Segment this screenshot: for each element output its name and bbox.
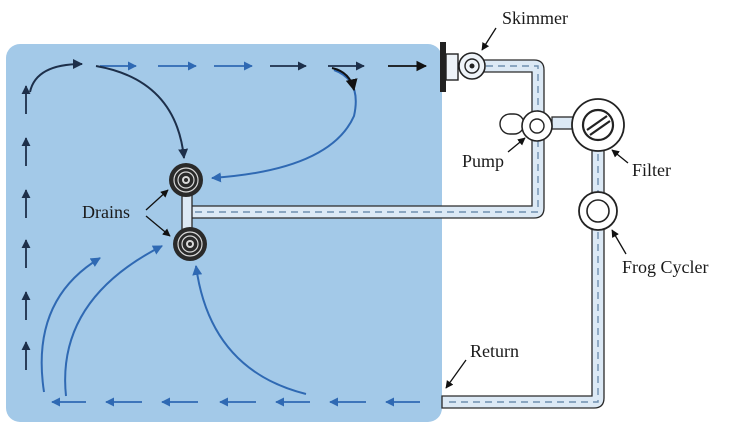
drain-icon [173, 227, 207, 261]
skimmer-icon [440, 42, 486, 92]
pipe-flow-dashes [192, 65, 599, 403]
filter-label: Filter [632, 160, 671, 180]
pump-label: Pump [462, 151, 504, 171]
flow-curves [29, 59, 358, 397]
frog-cycler-label: Frog Cycler [622, 257, 708, 277]
pump-filter-pipe [551, 116, 575, 130]
drain-icon [169, 163, 203, 197]
drain-pipe [181, 191, 193, 233]
skimmer-label: Skimmer [502, 8, 568, 28]
pump-icon [499, 110, 553, 142]
label-leaders [145, 27, 629, 389]
pool-basin [6, 44, 442, 422]
return-label: Return [470, 341, 519, 361]
drains-label: Drains [82, 202, 130, 222]
frog-cycler-icon [578, 191, 618, 231]
filter-icon [571, 98, 625, 152]
return-pipe [441, 227, 605, 409]
